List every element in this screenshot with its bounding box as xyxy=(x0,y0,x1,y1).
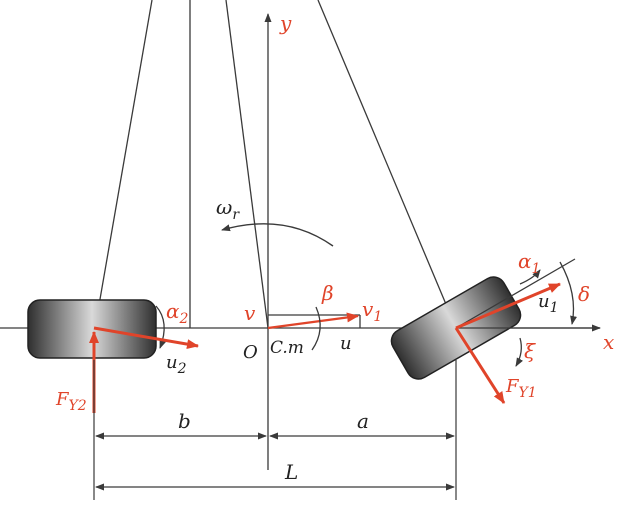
dim-a-label: a xyxy=(357,409,369,433)
fy1-arrow xyxy=(454,327,506,404)
u2-label: u2 xyxy=(166,352,187,377)
beta-arc xyxy=(311,306,321,351)
alpha2-label: α2 xyxy=(166,299,189,327)
alpha1-label: α1 xyxy=(518,249,540,277)
v1-label: v1 xyxy=(362,297,382,325)
cm-velocity-triangle xyxy=(268,314,361,328)
u-label: u xyxy=(340,333,352,354)
u1-label: u1 xyxy=(538,291,559,316)
alpha2-arc xyxy=(155,305,167,349)
omega-label: ωr xyxy=(216,195,240,223)
front-wheel-reference-lines xyxy=(455,258,600,329)
xi-arc xyxy=(515,337,524,367)
delta-arc xyxy=(559,261,577,325)
u1-arrow xyxy=(455,282,561,330)
cm-label: C.m xyxy=(270,338,304,358)
y-axis-label: y xyxy=(279,11,292,35)
velocity-v1-arrow xyxy=(267,312,359,330)
xi-label: ξ xyxy=(524,339,536,363)
delta-label: δ xyxy=(578,282,590,306)
dimension-lines xyxy=(93,360,457,500)
u2-arrow xyxy=(93,326,199,350)
fy2-label: FY2 xyxy=(55,389,87,414)
dim-b-label: b xyxy=(178,409,191,433)
origin-label: O xyxy=(243,342,258,363)
v-label: v xyxy=(244,301,256,325)
yaw-rate-arc xyxy=(221,223,334,247)
dim-L-label: L xyxy=(284,460,298,484)
rear-tire xyxy=(27,299,157,359)
x-axis-label: x xyxy=(603,330,614,354)
construction-lines xyxy=(94,0,457,329)
fy1-label: FY1 xyxy=(505,376,537,401)
alpha1-arc xyxy=(519,269,541,285)
beta-label: β xyxy=(321,281,334,305)
